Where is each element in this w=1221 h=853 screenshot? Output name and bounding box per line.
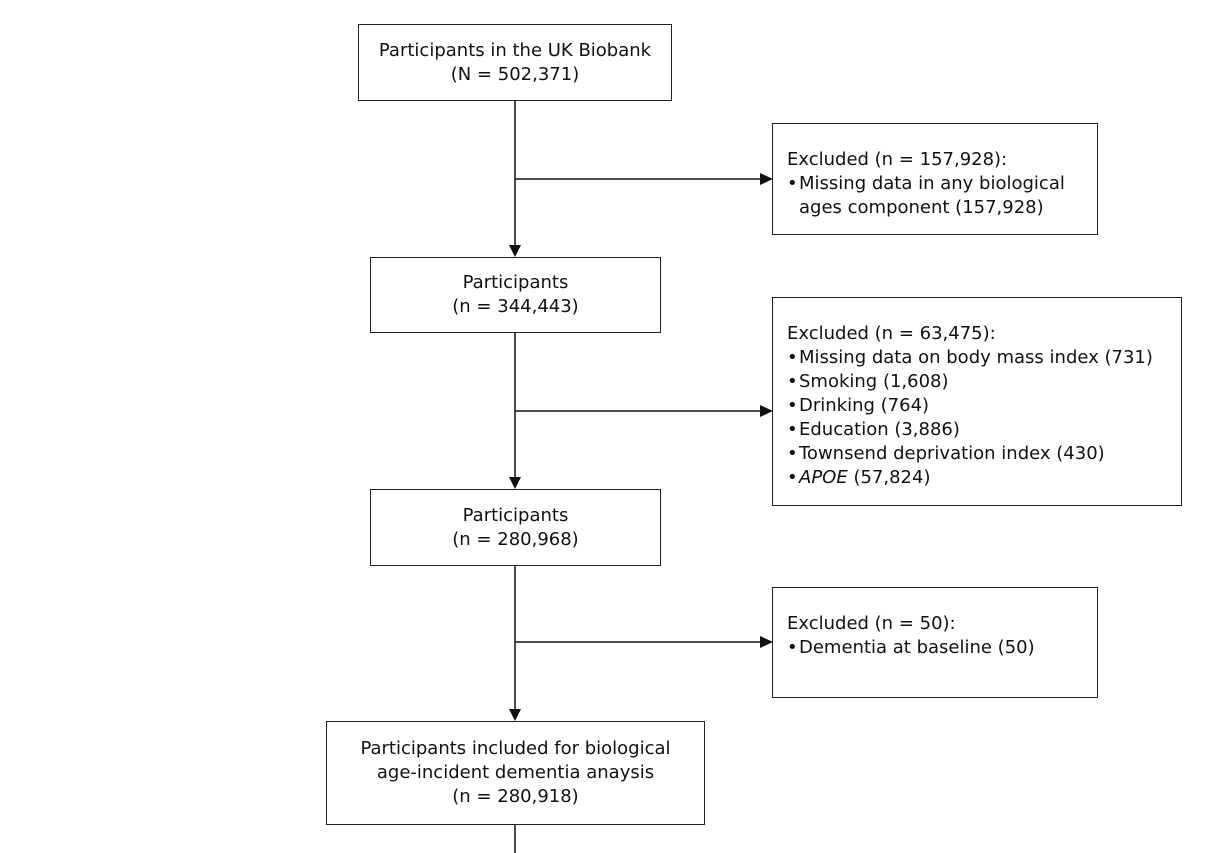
- exclusion-title: Excluded (n = 63,475):: [787, 323, 996, 344]
- bullet: •: [787, 371, 798, 392]
- bullet: •: [787, 347, 798, 368]
- exclusion-item: •Drinking (764): [787, 395, 930, 416]
- exclusion-title: Excluded (n = 50):: [787, 613, 956, 634]
- exclusion-item: •APOE (57,824): [787, 467, 931, 488]
- exclusion-item-continuation: ages component (157,928): [799, 197, 1044, 218]
- box-start-count: (N = 502,371): [450, 63, 580, 85]
- box-start-line1: Participants in the UK Biobank: [378, 39, 652, 61]
- arrowhead-right-2: [760, 405, 773, 417]
- gene-name: APOE: [799, 467, 848, 488]
- exclusion-item: •Education (3,886): [787, 419, 960, 440]
- box-step1: Participants (n = 344,443): [370, 257, 661, 333]
- box-step1-line1: Participants: [462, 272, 569, 293]
- box-final-line1: Participants included for biological: [360, 738, 671, 759]
- bullet: •: [787, 443, 798, 464]
- bullet: •: [787, 395, 798, 416]
- bullet: •: [787, 637, 798, 658]
- arrowhead-down-3: [509, 709, 521, 721]
- exclusion-item: •Missing data on body mass index (731): [787, 347, 1153, 368]
- box-start: Participants in the UK Biobank (N = 502,…: [358, 24, 672, 101]
- arrowhead-down-2: [509, 477, 521, 489]
- bullet: •: [787, 467, 798, 488]
- exclusion-box-3: Excluded (n = 50): •Dementia at baseline…: [772, 587, 1098, 698]
- box-final-line2: age-incident dementia anaysis: [376, 762, 655, 783]
- box-step2-line1: Participants: [462, 504, 569, 526]
- box-final: Participants included for biological age…: [326, 721, 705, 825]
- box-step1-count: (n = 344,443): [452, 296, 579, 317]
- box-step2: Participants (n = 280,968): [370, 489, 661, 566]
- box-step2-count: (n = 280,968): [452, 528, 579, 550]
- exclusion-item: •Dementia at baseline (50): [787, 637, 1035, 658]
- box-final-count: (n = 280,918): [452, 786, 579, 807]
- arrowhead-down-1: [509, 245, 521, 257]
- exclusion-item: •Townsend deprivation index (430): [787, 443, 1105, 464]
- arrowhead-right-1: [760, 173, 773, 185]
- arrowhead-right-3: [760, 636, 773, 648]
- exclusion-title: Excluded (n = 157,928):: [787, 149, 1008, 170]
- exclusion-box-1: Excluded (n = 157,928): •Missing data in…: [772, 123, 1098, 235]
- bullet: •: [787, 419, 798, 440]
- exclusion-item: •Missing data in any biological: [787, 173, 1065, 194]
- exclusion-item: •Smoking (1,608): [787, 371, 949, 392]
- bullet: •: [787, 173, 798, 194]
- exclusion-box-2: Excluded (n = 63,475): •Missing data on …: [772, 297, 1182, 506]
